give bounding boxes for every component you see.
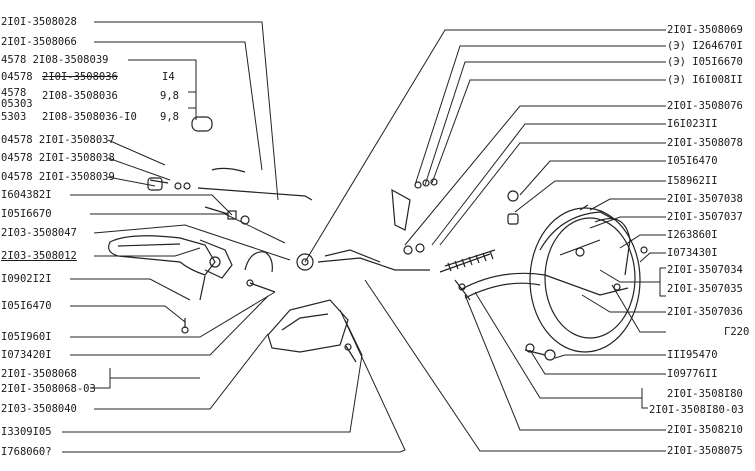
label-2101-3508180: 2I0I-3508I80 [667, 388, 743, 400]
label-10734201: I073420I [1, 349, 52, 361]
label-2101-3508069: 2I0I-3508069 [667, 24, 743, 36]
label-2101-3508078: 2I0I-3508078 [667, 137, 743, 149]
label-2108-3508036-10: 2I08-3508036-I0 [42, 111, 137, 123]
label-10516670: I05I6670 [1, 208, 52, 220]
label-2108-3508036: 2I08-3508036 [42, 90, 118, 102]
label-length-9-8-b: 9,8 [160, 111, 179, 123]
label-4578-2108-3508039: 4578 2I08-3508039 [1, 54, 109, 66]
label-15896211: I58962II [667, 175, 718, 187]
label-04578: 04578 [1, 71, 33, 83]
label-05303: 05303 [1, 98, 33, 110]
label-04578-2101-3508039: 04578 2I0I-3508039 [1, 171, 115, 183]
label-10977611: I09776II [667, 368, 718, 380]
label-e-12646701: (Э) I264670I [667, 40, 743, 52]
label-2101-3507038: 2I0I-3507038 [667, 193, 743, 205]
label-10734301: I073430I [667, 247, 718, 259]
label-2101-3507036: 2I0I-3507036 [667, 306, 743, 318]
label-e-16100811: (Э) I6I008II [667, 74, 743, 86]
label-2101-3508068-03: 2I0I-3508068-03 [1, 383, 96, 395]
label-04578-2101-3508038: 04578 2I0I-3508038 [1, 152, 115, 164]
label-04578-2101-3508037: 04578 2I0I-3508037 [1, 134, 115, 146]
label-2101-3508036: 2I0I-3508036 [42, 71, 118, 83]
label-2103-3508040: 2I03-3508040 [1, 403, 77, 415]
label-1768060x: I768060? [1, 446, 52, 458]
label-2101-3507035: 2I0I-3507035 [667, 283, 743, 295]
label-2103-3508012: 2I03-3508012 [1, 250, 77, 262]
label-e-10516670: (Э) I05I6670 [667, 56, 743, 68]
label-2101-3508028: 2I0I-3508028 [1, 16, 77, 28]
label-4578-b: 4578 [1, 87, 27, 99]
label-2101-3508068: 2I0I-3508068 [1, 368, 77, 380]
label-10516470: I05I6470 [1, 300, 52, 312]
label-length-14: I4 [162, 71, 175, 83]
label-16043821: I604382I [1, 189, 52, 201]
label-2101-3508076: 2I0I-3508076 [667, 100, 743, 112]
label-2101-3508075: 2I0I-3508075 [667, 445, 743, 457]
label-2101-3508210: 2I0I-3508210 [667, 424, 743, 436]
label-2101-3508066: 2I0I-3508066 [1, 36, 77, 48]
label-2103-3508047: 2I03-3508047 [1, 227, 77, 239]
label-13309105: I3309I05 [1, 426, 52, 438]
label-10519601: I05I960I [1, 331, 52, 343]
label-2101-3507037: 2I0I-3507037 [667, 211, 743, 223]
label-2101-3507034: 2I0I-3507034 [667, 264, 743, 276]
label-10516470-r: I05I6470 [667, 155, 718, 167]
label-length-9-8-a: 9,8 [160, 90, 179, 102]
label-12638601: I263860I [667, 229, 718, 241]
label-16102311: I6I023II [667, 118, 718, 130]
label-5303: 5303 [1, 111, 27, 123]
label-2101-3508180-03: 2I0I-3508I80-03 [649, 404, 744, 416]
label-11195470: III95470 [667, 349, 718, 361]
label-g220: Г220 [724, 326, 750, 338]
label-10902121: I0902I2I [1, 273, 52, 285]
